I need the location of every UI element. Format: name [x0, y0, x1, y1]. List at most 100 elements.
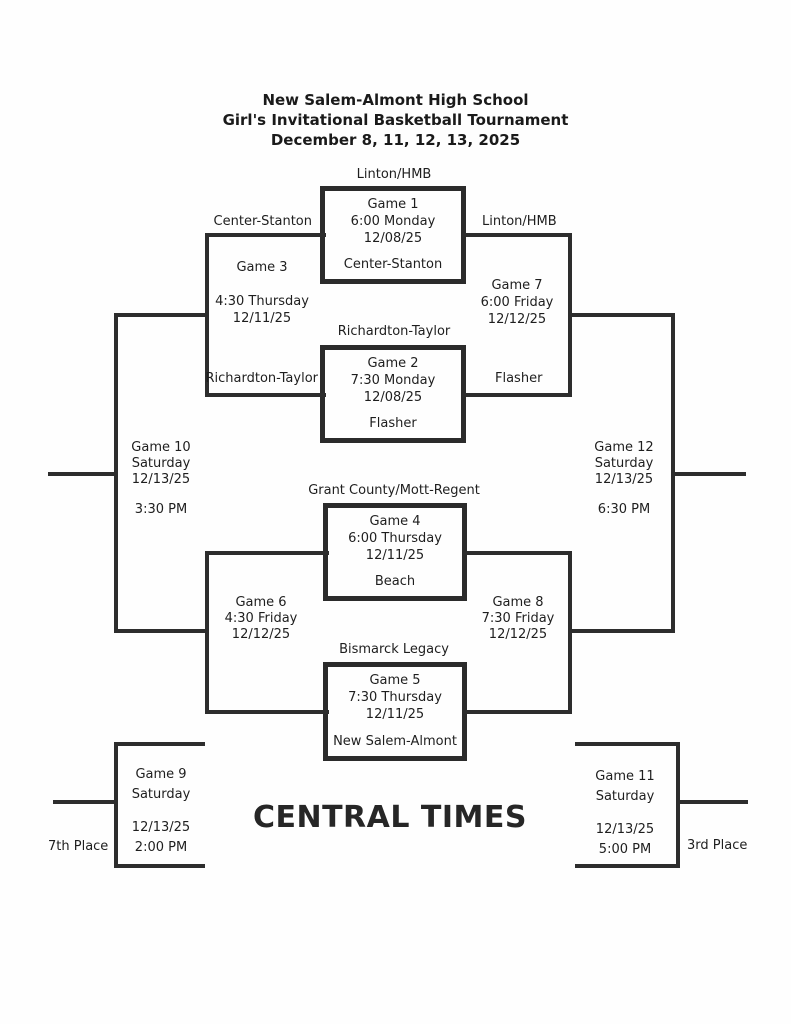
game4-date: 12/11/25 [365, 548, 425, 563]
game10-date: 12/13/25 [131, 472, 191, 487]
game10-day: Saturday [131, 456, 191, 471]
game11-time: 5:00 PM [598, 842, 652, 857]
game11-bottom-line [575, 864, 680, 868]
game2-right-team-label: Flasher [495, 371, 543, 386]
game4-winner: Beach [374, 574, 416, 589]
game1-left-team-label: Center-Stanton [213, 214, 312, 229]
title-event-dates: December 8, 11, 12, 13, 2025 [270, 131, 521, 149]
game5-box: Game 5 7:30 Thursday 12/11/25 New Salem-… [323, 662, 467, 761]
game6-feeder-top-line [205, 551, 329, 555]
game10-name: Game 10 [131, 440, 191, 455]
title-event-name: Girl's Invitational Basketball Tournamen… [222, 111, 569, 129]
spacer [545, 807, 705, 820]
game8-bracket-vline [568, 551, 572, 714]
game8-feeder-top-line [463, 551, 572, 555]
game11-top-line [575, 742, 680, 746]
game6-info-block: Game 6 4:30 Friday 12/12/25 [181, 595, 341, 643]
game9-place-stub-line [53, 800, 114, 804]
game11-date: 12/13/25 [595, 822, 655, 837]
spacer [81, 805, 241, 818]
game11-info-block: Game 11 Saturday 12/13/25 5:00 PM [545, 767, 705, 860]
game9-name: Game 9 [135, 767, 187, 782]
game4-box: Game 4 6:00 Thursday 12/11/25 Beach [323, 503, 467, 601]
game3-name: Game 3 [236, 260, 288, 275]
game10-info-block: Game 10 Saturday 12/13/25 3:30 PM [81, 440, 241, 518]
game12-day: Saturday [594, 456, 654, 471]
game6-date: 12/12/25 [231, 627, 291, 642]
game10-feeder-top-line [114, 313, 209, 317]
spacer [81, 488, 241, 502]
game1-seed-top-label: Linton/HMB [356, 167, 432, 182]
game2-box: Game 2 7:30 Monday 12/08/25 Flasher [320, 345, 466, 443]
spacer [544, 488, 704, 502]
game8-name: Game 8 [492, 595, 544, 610]
game4-name: Game 4 [369, 514, 421, 529]
game12-info-block: Game 12 Saturday 12/13/25 6:30 PM [544, 440, 704, 518]
game2-date: 12/08/25 [363, 390, 423, 405]
game8-info-block: Game 8 7:30 Friday 12/12/25 [438, 595, 598, 643]
game1-name: Game 1 [367, 197, 419, 212]
game7-feeder-top-line [462, 233, 572, 237]
game11-day: Saturday [595, 789, 655, 804]
game1-right-team-label: Linton/HMB [482, 214, 557, 229]
game5-winner: New Salem-Almont [333, 734, 457, 749]
game2-seed-top-label: Richardton-Taylor [337, 324, 451, 339]
game2-winner: Flasher [369, 416, 417, 431]
game6-name: Game 6 [235, 595, 287, 610]
game8-feeder-bottom-line [463, 710, 572, 714]
game9-bracket-vline [114, 742, 118, 868]
game6-feeder-bottom-line [205, 710, 329, 714]
game5-info: Game 5 7:30 Thursday 12/11/25 [348, 672, 442, 723]
third-place-label: 3rd Place [687, 838, 748, 853]
game2-time: 7:30 Monday [350, 373, 436, 388]
game12-name: Game 12 [594, 440, 654, 455]
game4-info: Game 4 6:00 Thursday 12/11/25 [348, 513, 442, 564]
game9-top-line [114, 742, 205, 746]
game9-time: 2:00 PM [134, 840, 188, 855]
game1-info: Game 1 6:00 Monday 12/08/25 [351, 196, 436, 247]
game6-time: 4:30 Friday [224, 611, 298, 626]
game3-feeder-bottom-line [205, 393, 326, 397]
game9-day: Saturday [131, 787, 191, 802]
game1-time: 6:00 Monday [350, 214, 436, 229]
game7-date: 12/12/25 [487, 312, 547, 327]
game8-time: 7:30 Friday [481, 611, 555, 626]
game2-name: Game 2 [367, 356, 419, 371]
title-school-name: New Salem-Almont High School [262, 91, 529, 109]
game11-bracket-vline [676, 742, 680, 868]
game7-feeder-bottom-line [462, 393, 572, 397]
game9-bottom-line [114, 864, 205, 868]
game7-time: 6:00 Friday [480, 295, 554, 310]
game12-feeder-bottom-line [568, 629, 675, 633]
game2-info: Game 2 7:30 Monday 12/08/25 [351, 355, 436, 406]
game9-date: 12/13/25 [131, 820, 191, 835]
game12-winner-stub-line [671, 472, 746, 476]
game4-time: 6:00 Thursday [348, 531, 442, 546]
game1-winner: Center-Stanton [343, 257, 443, 272]
game10-bracket-vline [114, 313, 118, 633]
game12-date: 12/13/25 [594, 472, 654, 487]
spacer [182, 276, 342, 293]
game12-time: 6:30 PM [597, 502, 651, 517]
game1-box: Game 1 6:00 Monday 12/08/25 Center-Stant… [320, 186, 466, 284]
game3-feeder-top-line [205, 233, 326, 237]
game3-time: 4:30 Thursday [215, 294, 309, 309]
game9-info-block: Game 9 Saturday 12/13/25 2:00 PM [81, 765, 241, 858]
game8-date: 12/12/25 [488, 627, 548, 642]
game5-time: 7:30 Thursday [348, 690, 442, 705]
game10-winner-stub-line [48, 472, 114, 476]
page-title: New Salem-Almont High School Girl's Invi… [0, 90, 791, 150]
game3-info-block: Game 3 4:30 Thursday 12/11/25 [182, 259, 342, 327]
game10-time: 3:30 PM [134, 502, 188, 517]
game4-seed-top-label: Grant County/Mott-Regent [308, 483, 480, 498]
game11-place-stub-line [680, 800, 748, 804]
game1-date: 12/08/25 [363, 231, 423, 246]
game5-name: Game 5 [369, 673, 421, 688]
game10-feeder-bottom-line [114, 629, 209, 633]
game7-info-block: Game 7 6:00 Friday 12/12/25 [437, 277, 597, 328]
seventh-place-label: 7th Place [48, 839, 109, 854]
central-times-note: CENTRAL TIMES [252, 800, 528, 835]
game12-feeder-top-line [568, 313, 675, 317]
game11-name: Game 11 [595, 769, 655, 784]
